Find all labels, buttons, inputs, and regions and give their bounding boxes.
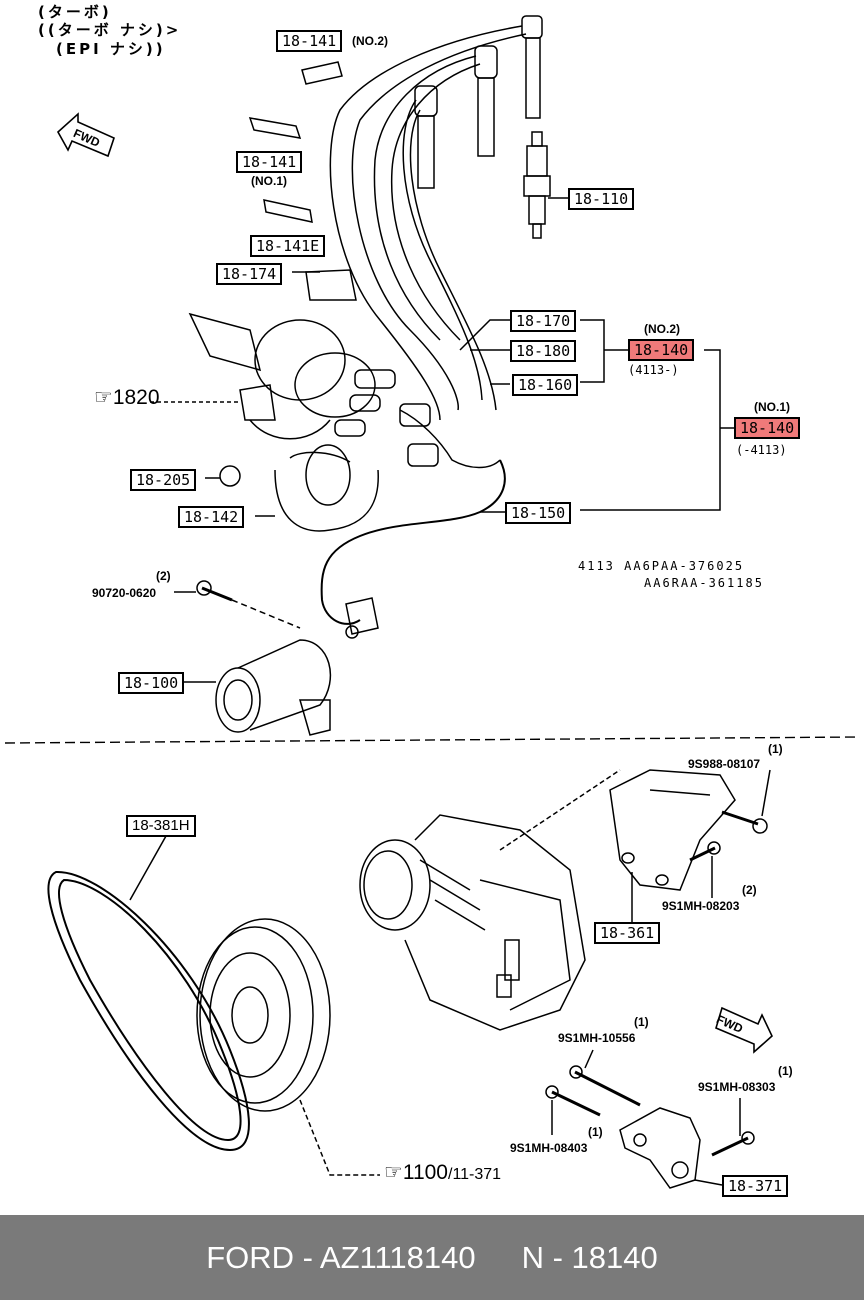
- alternator-icon: [359, 814, 586, 1031]
- part-18-100[interactable]: 18-100: [118, 672, 185, 694]
- ref-1820-label: 1820: [112, 386, 160, 409]
- ref-1100[interactable]: ☞1100/11-371: [384, 1162, 502, 1183]
- fwd-arrow-icon-top: [56, 112, 115, 158]
- pointing-hand-icon: ☞: [94, 386, 113, 409]
- footer-bar: FORD - AZ1118140 N - 18140: [0, 1215, 864, 1300]
- part-18-140-no1[interactable]: 18-140: [734, 417, 801, 439]
- bolt-8303-qty: (1): [778, 1064, 793, 1078]
- bolt-90720-qty: (2): [156, 569, 171, 583]
- part-18-140-no1-tag: (NO.1): [754, 400, 790, 414]
- bolt-9s988-qty: (1): [768, 742, 783, 756]
- part-18-150[interactable]: 18-150: [505, 502, 572, 524]
- ref-1820[interactable]: ☞1820: [94, 387, 160, 408]
- part-18-140-no2[interactable]: 18-140: [628, 339, 695, 361]
- bolt-8303[interactable]: 9S1MH-08303: [698, 1080, 776, 1094]
- part-18-141-no1[interactable]: 18-141: [236, 151, 303, 173]
- oem-part-number: N - 18140: [521, 1239, 658, 1275]
- part-18-142[interactable]: 18-142: [178, 506, 245, 528]
- part-18-174[interactable]: 18-174: [216, 263, 283, 285]
- brand-part-number: FORD - AZ1118140: [206, 1239, 476, 1275]
- part-18-140-no2-range: (4113-): [628, 363, 679, 377]
- pulley-icon: [196, 918, 331, 1112]
- distributor-icon: [188, 312, 396, 440]
- adjuster-bracket-icon: [619, 1107, 701, 1189]
- part-18-180[interactable]: 18-180: [510, 340, 577, 362]
- bracket-icon: [609, 769, 736, 891]
- part-18-110[interactable]: 18-110: [568, 188, 635, 210]
- clip-icon: [248, 61, 357, 301]
- no1-tag: (NO.1): [251, 174, 287, 188]
- ignition-coil-icon: [215, 639, 332, 736]
- plug-leads-icon: [329, 15, 543, 421]
- header-note-2: ((ターボ ナシ)>: [38, 21, 182, 39]
- part-18-381h[interactable]: 18-381H: [126, 815, 196, 837]
- bolt-10556[interactable]: 9S1MH-10556: [558, 1031, 636, 1045]
- serial-line-1: 4113 AA6PAA-376025: [578, 559, 745, 573]
- part-18-205[interactable]: 18-205: [130, 469, 197, 491]
- clamp-icon: [274, 444, 379, 532]
- header-note-1: (ターボ): [38, 3, 112, 21]
- part-18-361[interactable]: 18-361: [594, 922, 661, 944]
- bolt-10556-qty: (1): [634, 1015, 649, 1029]
- spark-plug-icon: [523, 131, 551, 239]
- parts-diagram: (ターボ) ((ターボ ナシ)> (EPI ナシ)) FWD FWD 18-14…: [4, 3, 861, 1197]
- serial-line-2: AA6RAA-361185: [644, 576, 764, 590]
- diagram-linework: [4, 15, 861, 1189]
- bolt-8203[interactable]: 9S1MH-08203: [662, 899, 740, 913]
- fwd-arrow-icon-bottom: [715, 1006, 773, 1054]
- bolt-8403[interactable]: 9S1MH-08403: [510, 1141, 588, 1155]
- v-belt-icon: [47, 870, 250, 1152]
- ref-1100-label: 1100: [402, 1161, 448, 1184]
- part-18-141-no2[interactable]: 18-141: [276, 30, 343, 52]
- part-18-140-no2-tag: (NO.2): [644, 322, 680, 336]
- bolt-8403-qty: (1): [588, 1125, 603, 1139]
- part-18-371[interactable]: 18-371: [722, 1175, 789, 1197]
- no2-tag: (NO.2): [352, 34, 388, 48]
- part-18-170[interactable]: 18-170: [510, 310, 577, 332]
- bolt-9s988[interactable]: 9S988-08107: [688, 757, 761, 771]
- part-18-141e[interactable]: 18-141E: [250, 235, 326, 257]
- header-note-3: (EPI ナシ)): [56, 40, 166, 58]
- washer-icon: [219, 465, 241, 487]
- ref-1100-sub: /11-371: [448, 1166, 502, 1183]
- bolt-90720[interactable]: 90720-0620: [92, 586, 157, 600]
- part-18-160[interactable]: 18-160: [512, 374, 579, 396]
- part-18-140-no1-range: (-4113): [736, 443, 787, 457]
- bolt-8203-qty: (2): [742, 883, 757, 897]
- pointing-hand-icon: ☞: [384, 1161, 403, 1184]
